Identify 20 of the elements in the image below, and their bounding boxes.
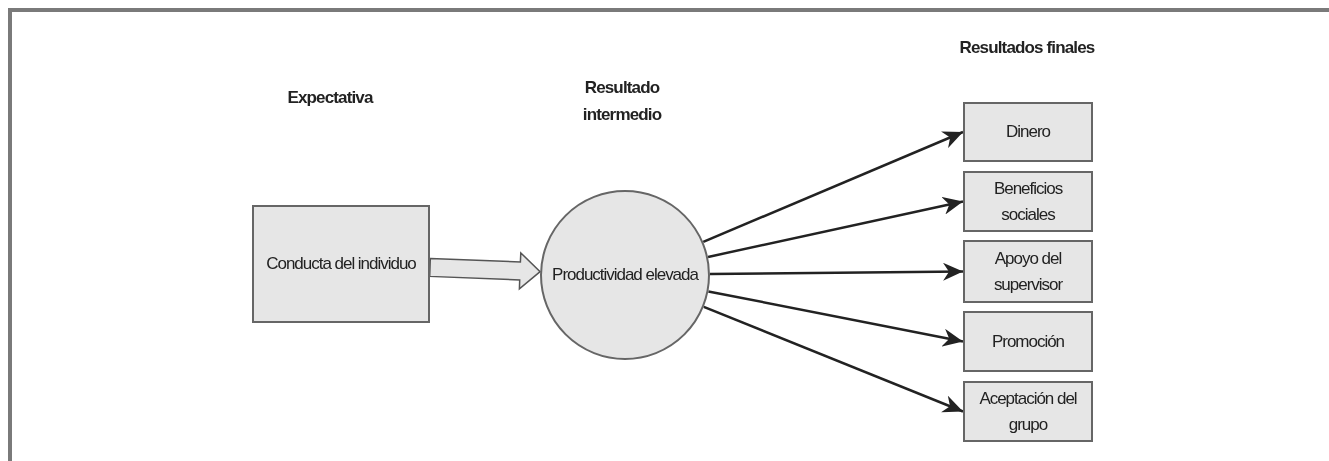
node-text: Productividad elevada [552, 264, 698, 287]
column-heading: Expectativa [286, 87, 375, 109]
outcome-box [963, 240, 1093, 303]
outcome-box [963, 171, 1093, 232]
node-text: Promoción [991, 330, 1065, 353]
column-heading: Resultados finales [958, 37, 1096, 59]
node-text: Apoyo del supervisor [992, 248, 1064, 296]
outcome-box [963, 311, 1093, 372]
node-text: Aceptación del grupo [978, 388, 1078, 436]
outcome-box [252, 205, 430, 323]
node-text: Conducta del individuo [266, 253, 416, 276]
node-text: Beneficios sociales [992, 178, 1064, 226]
arrow [710, 262, 963, 281]
arrow [703, 305, 964, 413]
column-heading: Resultado intermedio [581, 77, 663, 127]
outcome-box [963, 381, 1093, 442]
outcome-box [963, 102, 1093, 162]
block-arrow [428, 251, 542, 291]
arrow [702, 130, 964, 244]
node-text: Dinero [1006, 121, 1050, 144]
